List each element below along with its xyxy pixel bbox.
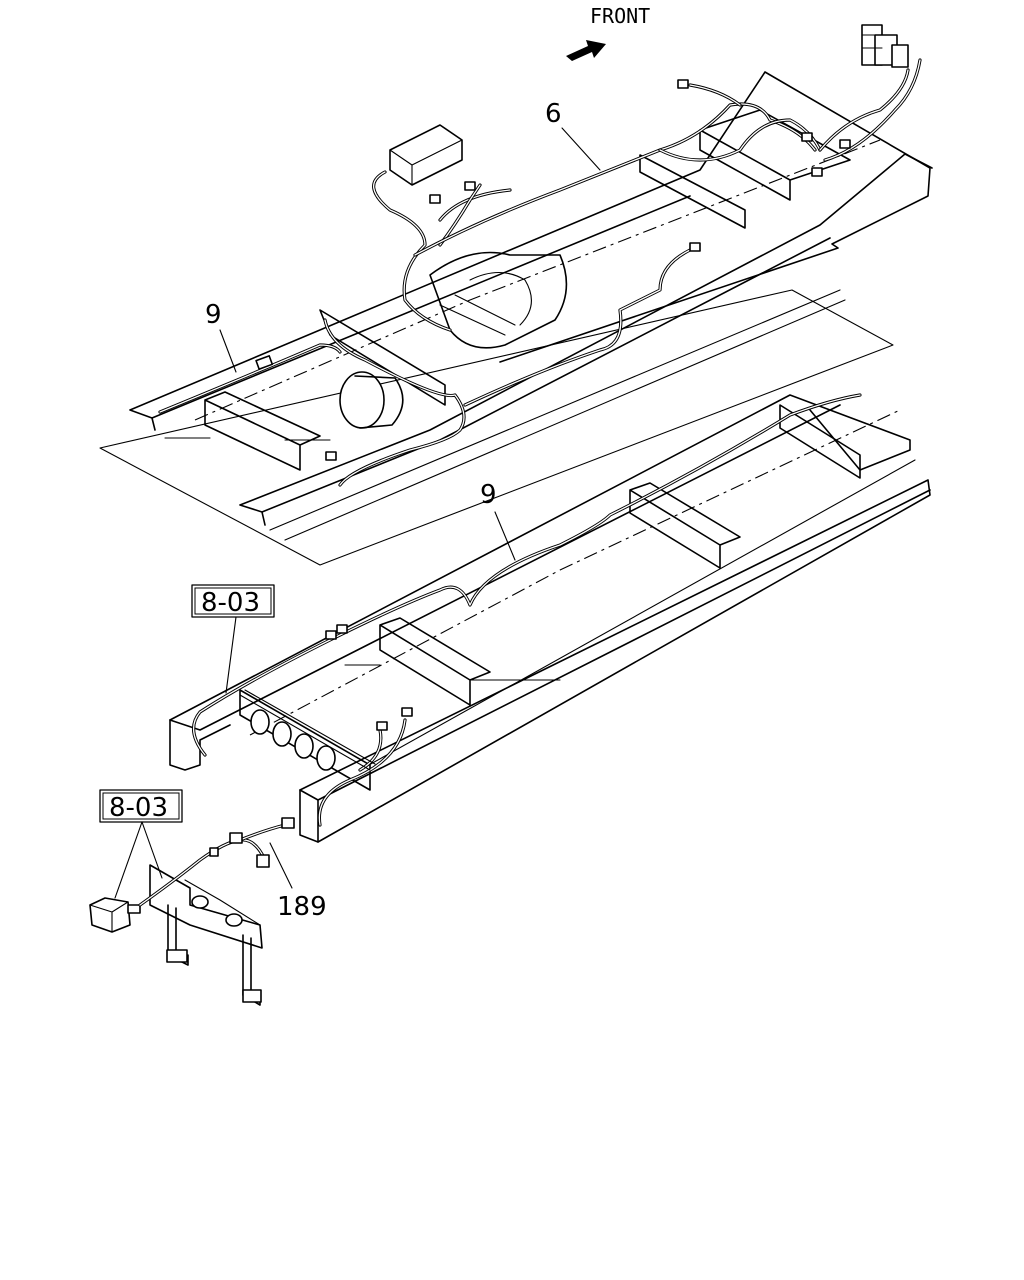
lower-crossmember-1 (239, 689, 371, 791)
upper-chassis (99, 71, 933, 566)
callout-6: 6 (545, 99, 562, 129)
callout-9-lower: 9 (480, 480, 497, 510)
callout-189: 189 (277, 892, 327, 922)
detail-bracket-assembly (89, 817, 295, 1006)
callout-9-upper: 9 (205, 300, 222, 330)
upper-control-box (389, 124, 463, 186)
upper-floor-panel (99, 289, 894, 566)
upper-left-rail (129, 71, 931, 431)
upper-components (255, 24, 909, 461)
callouts: 6 9 9 189 8-03 8-03 (99, 99, 601, 922)
upper-cylinder (339, 371, 404, 429)
lower-harness-wires (192, 393, 862, 827)
lower-left-rail (169, 394, 911, 771)
upper-crossmember-rear (204, 391, 321, 471)
detail-bracket-plate (149, 864, 263, 949)
lower-rear-lamp-holes (250, 709, 336, 771)
ref-box-lower[interactable]: 8-03 (99, 789, 183, 899)
ref-label-lower: 8-03 (109, 793, 168, 823)
front-label: FRONT (590, 4, 650, 28)
front-arrow-icon (566, 40, 606, 61)
ref-label-upper: 8-03 (201, 588, 260, 618)
detail-tail-lamp (89, 897, 141, 933)
front-indicator: FRONT (566, 4, 650, 61)
upper-fuel-tank (429, 251, 568, 349)
lower-connectors (325, 624, 413, 731)
upper-relay-block (861, 24, 909, 68)
lower-right-rail (299, 479, 931, 843)
lower-crossmember-2 (379, 617, 491, 706)
ref-box-upper[interactable]: 8-03 (191, 584, 275, 694)
lower-chassis (169, 394, 931, 843)
upper-harness-wires (158, 58, 922, 487)
